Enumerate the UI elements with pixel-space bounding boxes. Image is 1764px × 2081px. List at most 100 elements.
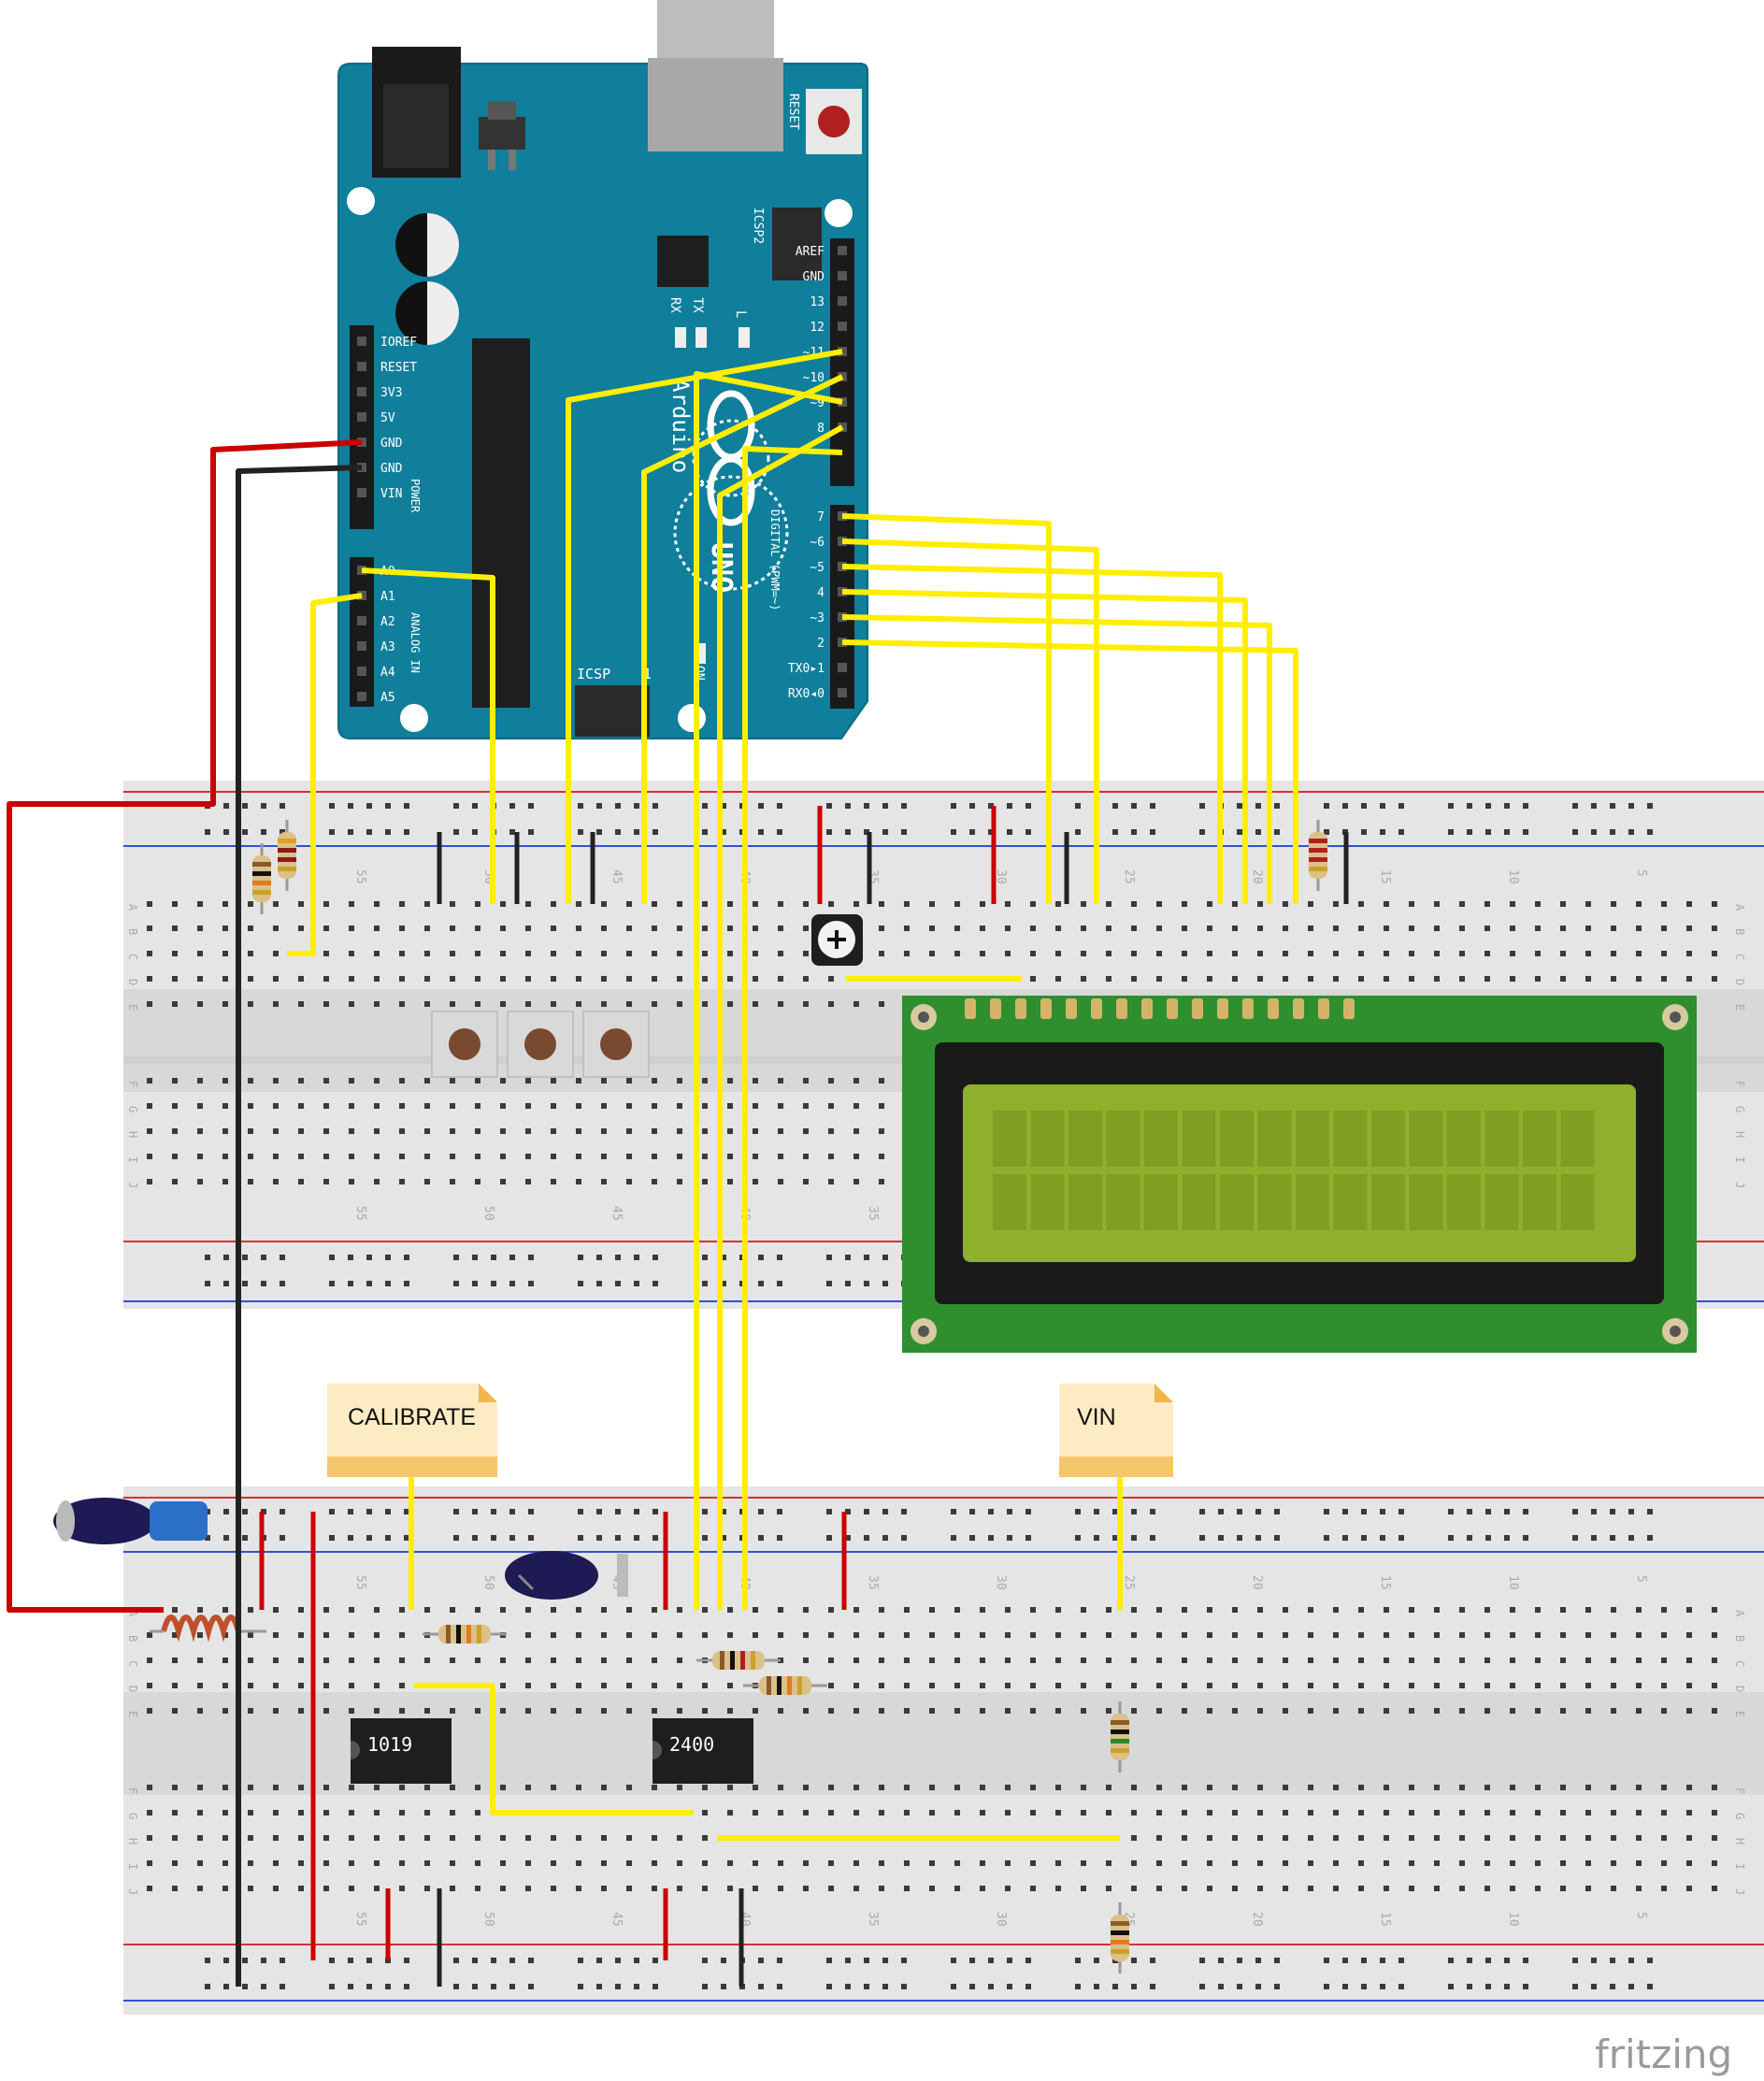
rail-hole (1380, 1958, 1385, 1963)
reset-button-cap[interactable] (818, 106, 850, 137)
breadboard-hole (1106, 1810, 1111, 1815)
breadboard-hole (1686, 951, 1692, 956)
lcd-cell (1409, 1174, 1443, 1230)
breadboard-hole (803, 1658, 809, 1663)
breadboard-hole (1207, 1632, 1212, 1638)
breadboard-hole (273, 1128, 279, 1134)
rail-hole (472, 1984, 478, 1989)
chip-label: 1019 (367, 1733, 412, 1756)
rail-hole (1131, 1958, 1137, 1963)
breadboard-hole (904, 1785, 910, 1790)
breadboard-hole (1712, 1683, 1717, 1688)
breadboard-hole (1560, 1835, 1566, 1841)
breadboard-hole (626, 1683, 632, 1688)
breadboard-hole (576, 901, 581, 907)
breadboard-hole (525, 1128, 531, 1134)
row-letter: C (1733, 954, 1746, 960)
breadboard-hole (1409, 1860, 1414, 1866)
rail-hole (329, 1281, 335, 1286)
breadboard-hole (1131, 1860, 1137, 1866)
rail-hole (1150, 1535, 1155, 1541)
rail-hole (777, 1281, 782, 1286)
breadboard-hole (551, 1179, 556, 1184)
row-letter: B (1733, 1635, 1746, 1642)
breadboard-hole (525, 1683, 531, 1688)
breadboard-hole (803, 1607, 809, 1613)
lcd-cell (1333, 1174, 1368, 1230)
breadboard-hole (525, 1886, 531, 1891)
rail-hole (988, 1509, 994, 1514)
breadboard-hole (1081, 1683, 1086, 1688)
breadboard-hole (1409, 1835, 1414, 1841)
rail-hole (1237, 829, 1242, 835)
chip-2400: 2400 (653, 1718, 753, 1784)
breadboard-hole (500, 1128, 506, 1134)
breadboard-hole (273, 1886, 279, 1891)
electrolytic-capacitor (505, 1551, 628, 1600)
rail-hole (1467, 1535, 1472, 1541)
breadboard-hole (677, 1179, 682, 1184)
rail-hole (1007, 1509, 1012, 1514)
lcd-cell (1296, 1174, 1329, 1230)
rail-hole (1467, 803, 1472, 809)
rail-hole (366, 1535, 372, 1541)
breadboard-hole (853, 1860, 859, 1866)
breadboard-hole (1636, 1607, 1642, 1613)
breadboard-hole (1484, 901, 1490, 907)
rail-hole (509, 1509, 515, 1514)
column-number: 30 (994, 1912, 1008, 1927)
breadboard-hole (172, 1886, 178, 1891)
breadboard-hole (424, 976, 430, 982)
breadboard-hole (1358, 1658, 1364, 1663)
push-button[interactable] (582, 1011, 650, 1078)
breadboard-hole (1106, 901, 1111, 907)
header-pin (357, 692, 366, 701)
breadboard-hole (1585, 1835, 1591, 1841)
breadboard-hole (1030, 1860, 1036, 1866)
rail-hole (969, 803, 975, 809)
breadboard-hole (1283, 951, 1288, 956)
breadboard-hole (1333, 1632, 1339, 1638)
breadboard-hole (1611, 1658, 1616, 1663)
breadboard-hole (677, 1078, 682, 1084)
lcd-cell (1030, 1174, 1065, 1230)
breadboard-hole (1106, 976, 1111, 982)
breadboard-hole (1055, 1886, 1061, 1891)
rail-hole (578, 1255, 583, 1260)
breadboard-hole (1384, 1785, 1389, 1790)
rail-hole (1324, 1509, 1329, 1514)
rail-hole (596, 1255, 602, 1260)
rail-hole (1274, 829, 1280, 835)
header-pin (357, 387, 366, 396)
potentiometer[interactable] (811, 914, 863, 966)
lcd-character-cells (993, 1111, 1595, 1230)
rail-hole (491, 1509, 496, 1514)
breadboard-hole (551, 1886, 556, 1891)
breadboard-hole (879, 1154, 884, 1159)
rail-hole (1610, 1535, 1615, 1541)
breadboard-hole (652, 1607, 657, 1613)
breadboard-hole (323, 1658, 329, 1663)
breadboard-hole (727, 1179, 733, 1184)
rail-hole (404, 1281, 409, 1286)
breadboard-hole (1257, 951, 1263, 956)
breadboard-hole (904, 1886, 910, 1891)
breadboard-hole (248, 1683, 253, 1688)
rail-hole (634, 1509, 639, 1514)
breadboard-hole (677, 1886, 682, 1891)
breadboard-hole (500, 1103, 506, 1109)
breadboard-hole (1081, 926, 1086, 931)
breadboard-hole (727, 1607, 733, 1613)
breadboard-hole (929, 1708, 935, 1714)
power-group-label: POWER (409, 479, 422, 513)
breadboard-hole (1257, 901, 1263, 907)
breadboard-hole (525, 1154, 531, 1159)
breadboard-hole (1358, 1683, 1364, 1688)
rail-hole (826, 1535, 832, 1541)
breadboard-hole (374, 901, 380, 907)
push-button[interactable] (431, 1011, 498, 1078)
rail-hole (1591, 829, 1597, 835)
rail-hole (721, 1281, 726, 1286)
push-button[interactable] (507, 1011, 574, 1078)
lcd-cell (1144, 1111, 1178, 1167)
